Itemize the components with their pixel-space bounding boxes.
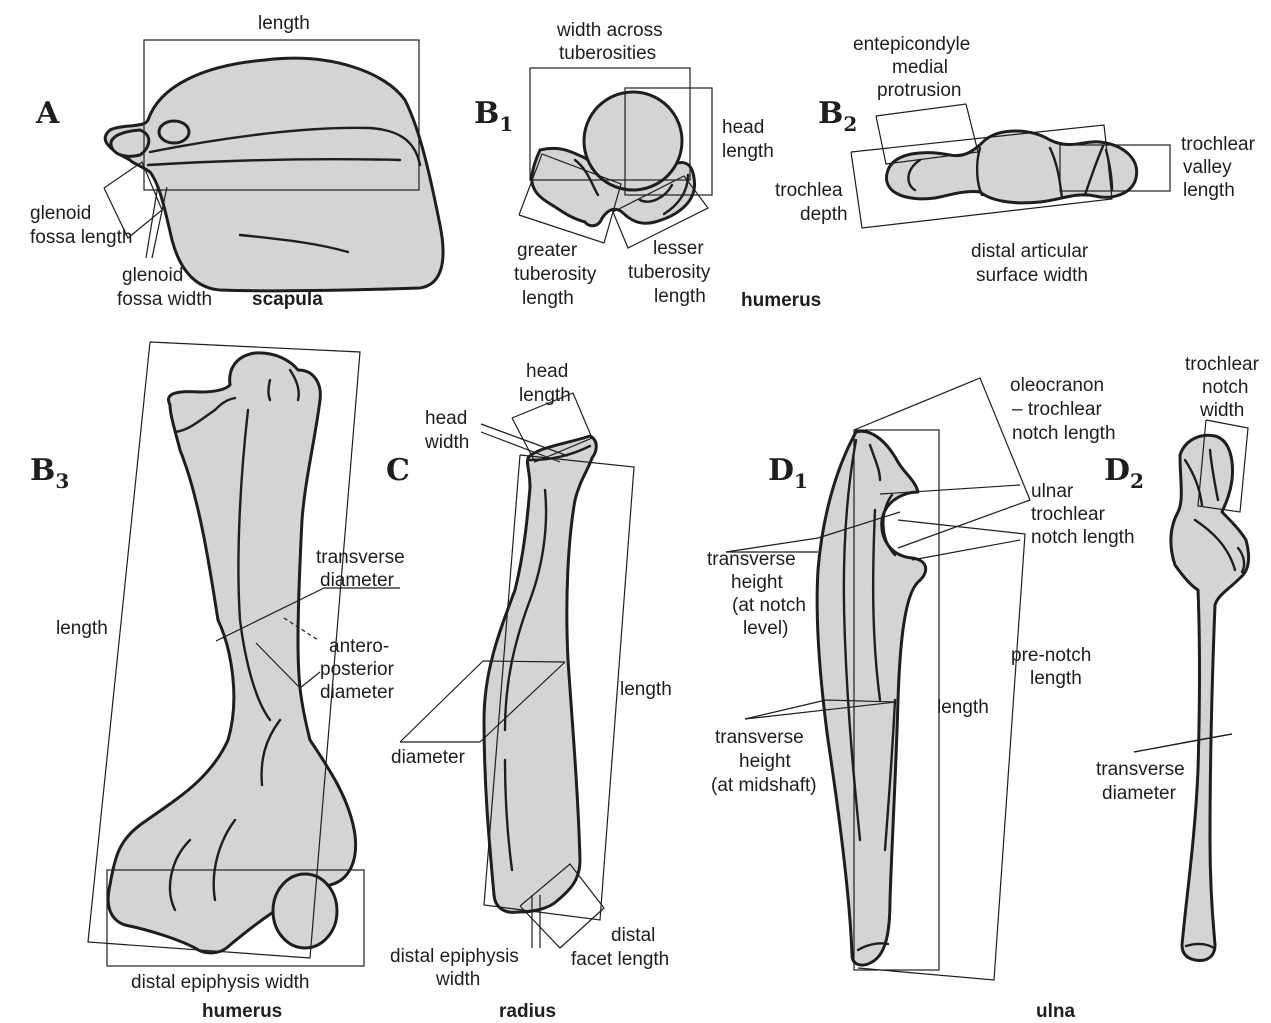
caption-radius: radius — [499, 1001, 556, 1022]
transverse-height-midshaft-leader-1 — [745, 700, 826, 719]
ulnar-notch-leader-2 — [912, 540, 1020, 560]
label-distal-epiphysis-width-humerus: distal epiphysis width — [131, 972, 309, 993]
panel-label-b2: B2 — [818, 96, 857, 136]
caption-ulna: ulna — [1036, 1001, 1075, 1022]
radius-head-width-line-1 — [481, 424, 568, 456]
radius-drawing — [484, 436, 596, 912]
panel-label-d2: D2 — [1104, 453, 1144, 493]
scapula-drawing — [105, 58, 443, 291]
panel-label-b1: B1 — [474, 96, 513, 136]
glenoid-fossa-width-line-2 — [152, 187, 167, 258]
ulna-anterior-drawing — [1171, 435, 1249, 960]
caption-scapula: scapula — [252, 289, 323, 310]
panel-label-b3: B3 — [30, 453, 69, 493]
ulna-lateral-drawing — [817, 431, 926, 965]
caption-humerus-top: humerus — [741, 290, 821, 311]
ulna-transverse-diameter-leader-2 — [1134, 734, 1232, 752]
caption-humerus: humerus — [202, 1001, 282, 1022]
label-radius-length: length — [620, 679, 672, 700]
label-scapula-length: length — [258, 13, 310, 34]
label-radius-diameter: diameter — [391, 747, 466, 768]
radius-diameter-leader-1 — [400, 661, 483, 742]
panel-label-c: C — [386, 453, 410, 488]
anteroposterior-leader — [300, 672, 320, 688]
humerus-full-drawing — [108, 353, 355, 953]
panel-label-a: A — [35, 96, 60, 131]
label-ulna-length: length — [937, 697, 989, 718]
panel-label-d1: D1 — [768, 453, 808, 493]
humerus-distal-drawing — [886, 131, 1136, 203]
label-humerus-length: length — [56, 618, 108, 639]
